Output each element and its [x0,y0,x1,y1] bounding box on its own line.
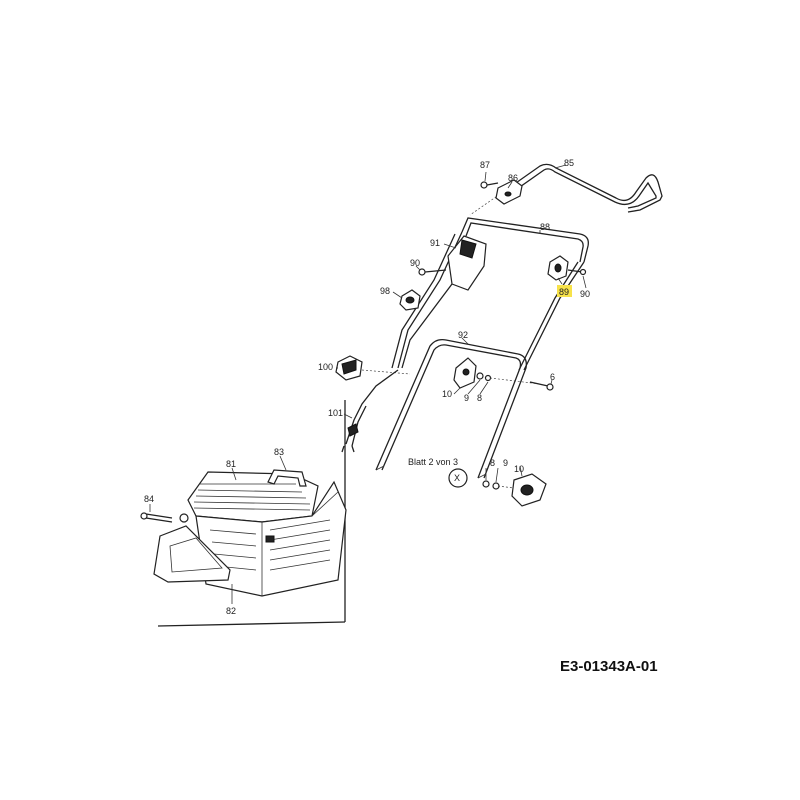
part-label-91[interactable]: 91 [430,238,440,248]
part-label-90-left[interactable]: 90 [410,258,420,268]
part-label-101[interactable]: 101 [328,408,343,418]
part-labels: 85 87 86 88 91 90 89 90 98 92 100 101 6 … [144,158,590,616]
part-label-86[interactable]: 86 [508,173,518,183]
part-label-85[interactable]: 85 [564,158,574,168]
part-label-8-lower[interactable]: 8 [490,458,495,468]
sheet-reference-symbol: X [454,473,460,483]
part-label-81[interactable]: 81 [226,459,236,469]
bolt-6 [529,381,554,391]
part-label-98[interactable]: 98 [380,286,390,296]
part-label-10-lower[interactable]: 10 [514,464,524,474]
part-label-9-lower[interactable]: 9 [503,458,508,468]
cable-clip-98 [399,289,421,311]
part-label-83[interactable]: 83 [274,447,284,457]
part-label-88[interactable]: 88 [540,222,550,232]
sheet-reference-marker [448,468,468,488]
cable-connector-100 [335,355,411,381]
part-label-100[interactable]: 100 [318,362,333,372]
part-label-8-upper[interactable]: 8 [477,393,482,403]
part-label-84[interactable]: 84 [144,494,154,504]
part-label-9-upper[interactable]: 9 [464,393,469,403]
leader-lines [149,164,587,604]
upper-handle-bar [469,163,663,216]
lower-handle-frame [375,338,527,479]
drawing-code: E3-01343A-01 [560,658,658,675]
knob-10-lower [482,473,547,507]
switch-box-91 [401,235,487,369]
part-label-6[interactable]: 6 [550,372,555,382]
screw-87 [480,181,499,189]
highlight-89 [557,285,572,297]
knob-89 [547,255,587,281]
grass-catcher [140,469,347,597]
part-label-92[interactable]: 92 [458,330,468,340]
part-label-89[interactable]: 89 [559,287,569,297]
clamp-86 [495,179,523,205]
screw-90-left [418,268,447,276]
part-label-90-right[interactable]: 90 [580,289,590,299]
part-label-82[interactable]: 82 [226,606,236,616]
cable-strain-relief-101 [341,369,399,453]
part-label-10-upper[interactable]: 10 [442,389,452,399]
bracket-10-upper [453,357,541,389]
sheet-reference-label: Blatt 2 von 3 [408,457,458,467]
part-label-87[interactable]: 87 [480,160,490,170]
